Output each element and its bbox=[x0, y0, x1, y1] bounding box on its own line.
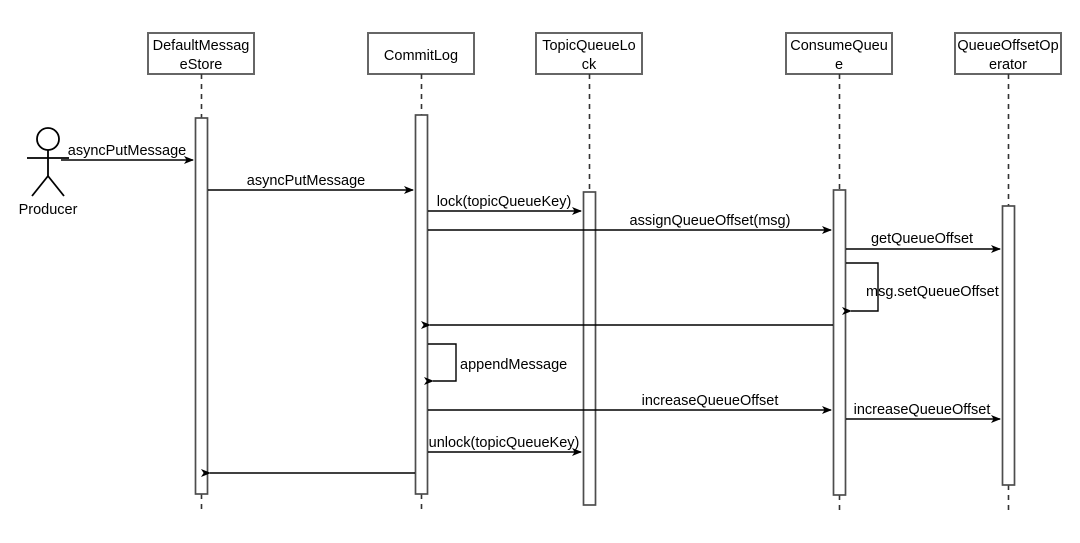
participant-label-line2: erator bbox=[989, 57, 1027, 73]
participant-label-line1: TopicQueueLo bbox=[542, 38, 636, 54]
message-label: assignQueueOffset(msg) bbox=[630, 213, 791, 229]
activation-bar[interactable] bbox=[582, 191, 597, 506]
participant-default-message-store[interactable]: DefaultMessag eStore bbox=[147, 32, 255, 514]
message-label: msg.setQueueOffset bbox=[866, 284, 999, 300]
participant-label-line1: ConsumeQueu bbox=[790, 38, 888, 54]
message-label: getQueueOffset bbox=[871, 231, 973, 247]
message-label: lock(topicQueueKey) bbox=[437, 194, 572, 210]
activation-bar[interactable] bbox=[194, 117, 209, 495]
participant-header-box[interactable] bbox=[367, 32, 475, 75]
participant-header-box[interactable] bbox=[785, 32, 893, 75]
actor-head-icon bbox=[36, 127, 60, 151]
message-appendmessage-self[interactable]: appendMessage bbox=[424, 343, 567, 385]
participant-header-box[interactable] bbox=[954, 32, 1062, 75]
message-label: increaseQueueOffset bbox=[854, 402, 991, 418]
activation-bar[interactable] bbox=[832, 189, 847, 496]
participant-label-line1: CommitLog bbox=[384, 48, 458, 64]
participant-header-box[interactable] bbox=[147, 32, 255, 75]
message-assignqueueoffset[interactable]: assignQueueOffset(msg) bbox=[428, 213, 832, 234]
participant-queue-offset-operator[interactable]: QueueOffsetOp erator bbox=[954, 32, 1062, 513]
message-getqueueoffset[interactable]: getQueueOffset bbox=[846, 231, 1001, 253]
message-label: asyncPutMessage bbox=[68, 143, 186, 159]
message-self-loop bbox=[424, 343, 457, 385]
participant-label-line2: ck bbox=[582, 57, 597, 73]
activation-bar[interactable] bbox=[1001, 205, 1016, 486]
actor-leg-right bbox=[47, 175, 65, 197]
participant-label-line2: e bbox=[835, 57, 843, 73]
message-lock-topicqueuekey[interactable]: lock(topicQueueKey) bbox=[428, 194, 582, 215]
message-label: unlock(topicQueueKey) bbox=[429, 435, 580, 451]
message-asyncputmessage-producer[interactable]: asyncPutMessage bbox=[61, 143, 194, 164]
participant-label-line1: DefaultMessag bbox=[153, 38, 250, 54]
participant-label-line1: QueueOffsetOp bbox=[957, 38, 1058, 54]
participant-label-line2: eStore bbox=[180, 57, 223, 73]
participant-topic-queue-lock[interactable]: TopicQueueLo ck bbox=[535, 32, 643, 506]
activation-bar[interactable] bbox=[414, 114, 429, 495]
message-increasequeueoffset-consumequeue[interactable]: increaseQueueOffset bbox=[846, 402, 1001, 423]
actor-producer: Producer bbox=[19, 127, 78, 218]
message-label: increaseQueueOffset bbox=[642, 393, 779, 409]
message-unlock-topicqueuekey[interactable]: unlock(topicQueueKey) bbox=[428, 435, 582, 456]
actor-label: Producer bbox=[19, 202, 78, 218]
participant-consume-queue[interactable]: ConsumeQueu e bbox=[785, 32, 893, 513]
actor-leg-left bbox=[31, 175, 49, 197]
message-msg-setqueueoffset-self[interactable]: msg.setQueueOffset bbox=[842, 262, 999, 315]
message-label: asyncPutMessage bbox=[247, 173, 365, 189]
message-increasequeueoffset-commitlog[interactable]: increaseQueueOffset bbox=[428, 393, 832, 414]
participant-commit-log[interactable]: CommitLog bbox=[367, 32, 475, 514]
message-asyncputmessage-store[interactable]: asyncPutMessage bbox=[208, 173, 414, 194]
message-self-loop bbox=[842, 262, 879, 315]
message-label: appendMessage bbox=[460, 357, 567, 373]
